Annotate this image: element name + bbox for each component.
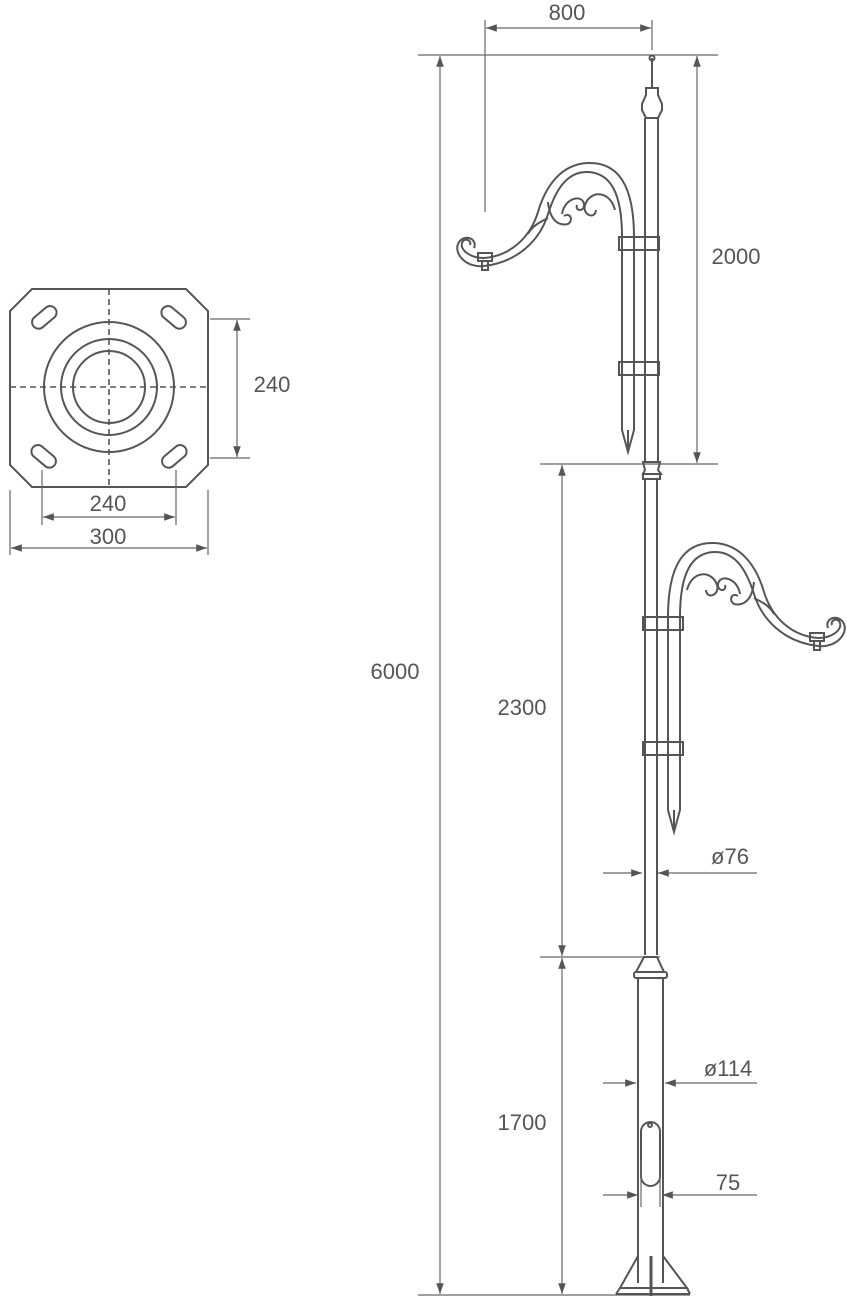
bolt-slot-icons — [30, 305, 188, 469]
service-hatch — [640, 1121, 661, 1187]
dim-bolt-vertical: 240 — [254, 372, 291, 397]
dim-top-section: 2000 — [712, 244, 761, 269]
lamp-arm-top — [456, 161, 660, 456]
dim-hatch-offset: 75 — [716, 1170, 740, 1195]
dim-upper-diameter: ø76 — [711, 844, 749, 869]
lamp-arm-bottom — [642, 541, 846, 833]
dim-arm-reach: 800 — [549, 0, 586, 25]
pole-dimensions: 6000 800 2000 2300 1700 ø76 ø114 75 — [371, 0, 761, 1296]
base-plate-view: 240 240 300 — [9, 288, 291, 555]
pole-body — [615, 54, 691, 1296]
dim-bottom-section: 1700 — [498, 1110, 547, 1135]
dim-middle-section: 2300 — [498, 695, 547, 720]
dim-plate-width: 300 — [90, 524, 127, 549]
dim-total-height: 6000 — [371, 659, 420, 684]
dim-lower-diameter: ø114 — [704, 1056, 753, 1081]
dim-bolt-horizontal: 240 — [90, 491, 127, 516]
